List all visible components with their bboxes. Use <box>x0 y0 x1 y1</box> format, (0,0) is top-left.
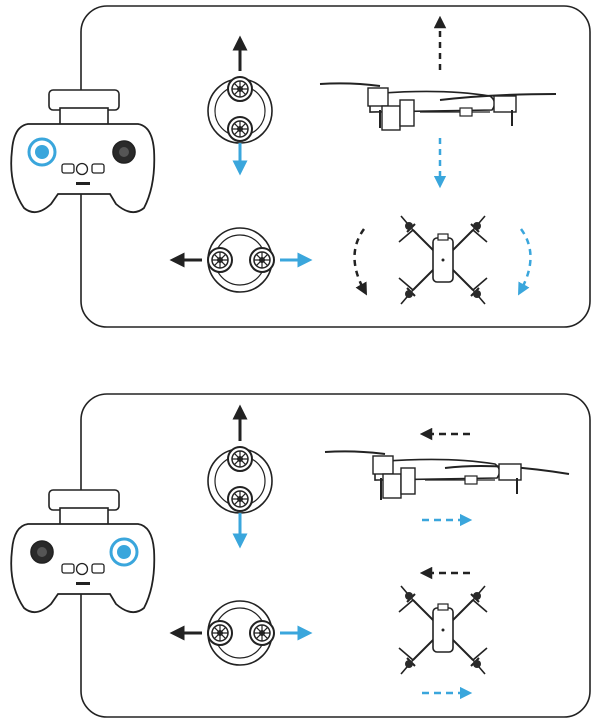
stick-right-position-icon <box>249 620 275 646</box>
panel-frame <box>80 5 591 328</box>
drone-top-view <box>398 585 488 675</box>
stick-bottom-position-icon <box>227 116 253 142</box>
rotate-right-arrow <box>518 228 532 296</box>
stick-top-position-icon <box>227 446 253 472</box>
stick-left-position-icon <box>207 247 233 273</box>
remote-controller <box>10 489 156 614</box>
phone-clamp <box>48 89 120 111</box>
record-button[interactable] <box>91 563 105 574</box>
stick-bottom-position-icon <box>227 486 253 512</box>
phone-clamp <box>48 489 120 511</box>
rotate-left-arrow <box>353 228 367 296</box>
stick-vertical-diagram <box>207 35 273 176</box>
stick-vertical-diagram <box>207 404 273 549</box>
stick-right-position-icon <box>249 247 275 273</box>
left-stick[interactable] <box>35 145 49 159</box>
power-button[interactable] <box>75 162 89 176</box>
drone-top-view <box>398 215 488 305</box>
panel-frame <box>80 393 591 718</box>
power-button[interactable] <box>75 562 89 576</box>
status-led <box>76 182 90 185</box>
gimbal-camera <box>382 473 402 499</box>
stick-top-position-icon <box>227 76 253 102</box>
stick-horizontal-diagram <box>169 227 313 293</box>
stick-left-position-icon <box>207 620 233 646</box>
drone-side-view <box>324 450 570 500</box>
home-button[interactable] <box>61 163 75 174</box>
stick-horizontal-diagram <box>169 600 313 666</box>
status-led <box>76 582 90 585</box>
record-button[interactable] <box>91 163 105 174</box>
control-panel-left-stick <box>10 5 591 328</box>
right-stick[interactable] <box>117 545 131 559</box>
gimbal-camera <box>381 105 401 131</box>
remote-controller <box>10 89 156 214</box>
drone-side-view <box>319 82 557 131</box>
control-panel-right-stick <box>10 393 591 718</box>
home-button[interactable] <box>61 563 75 574</box>
